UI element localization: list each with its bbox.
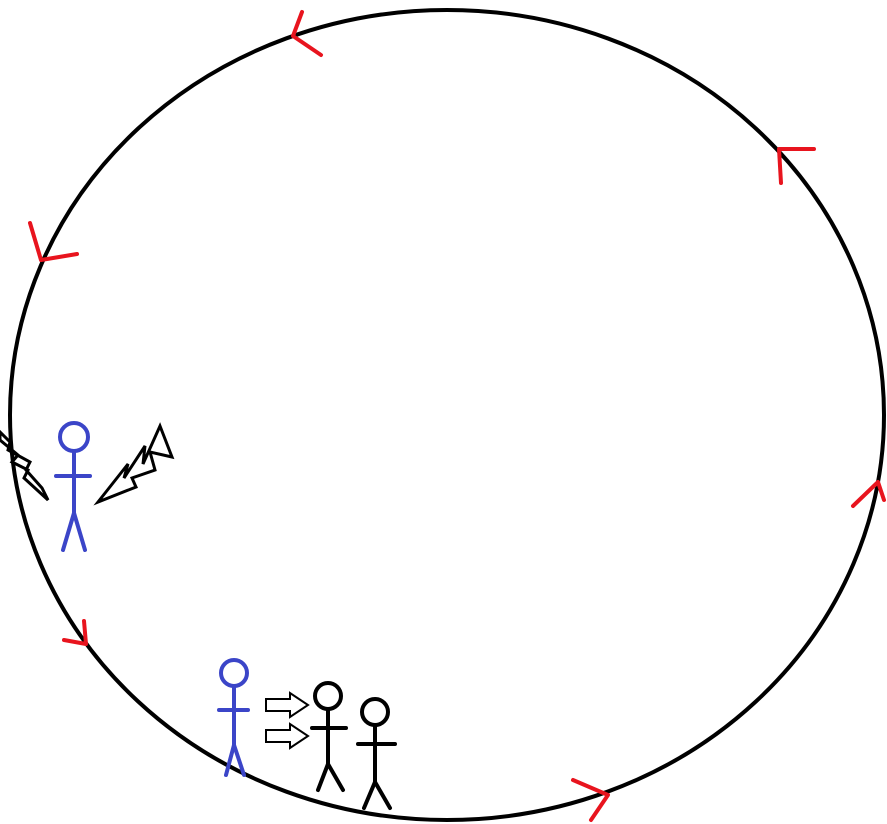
follower-figure-2 — [358, 699, 395, 808]
follower-figure-2-head — [362, 699, 388, 725]
follower-figure-1 — [312, 683, 346, 790]
bottom-figure-head — [221, 660, 247, 686]
direction-arrow-right — [853, 482, 884, 506]
bottom-figure — [219, 660, 248, 775]
ring-circle — [10, 10, 884, 820]
follower-figure-2-leg-left — [364, 782, 375, 808]
bottom-figure-leg-left — [226, 745, 234, 775]
left-figure-leg-right — [74, 513, 85, 550]
left-figure-leg-left — [63, 513, 74, 550]
follower-figure-2-leg-right — [375, 782, 390, 808]
push-arrow-upper — [266, 693, 308, 717]
left-figure — [56, 423, 90, 550]
direction-arrow-top-right — [779, 149, 814, 183]
follower-figure-1-leg-left — [318, 764, 328, 790]
follower-figure-1-head — [315, 683, 341, 709]
push-arrows — [266, 693, 308, 748]
follower-figure-1-leg-right — [328, 764, 343, 790]
lightning-bolt-right — [98, 426, 172, 502]
lightning-bolt-left — [0, 432, 48, 500]
left-figure-head — [60, 423, 88, 451]
push-arrow-lower — [266, 724, 308, 748]
